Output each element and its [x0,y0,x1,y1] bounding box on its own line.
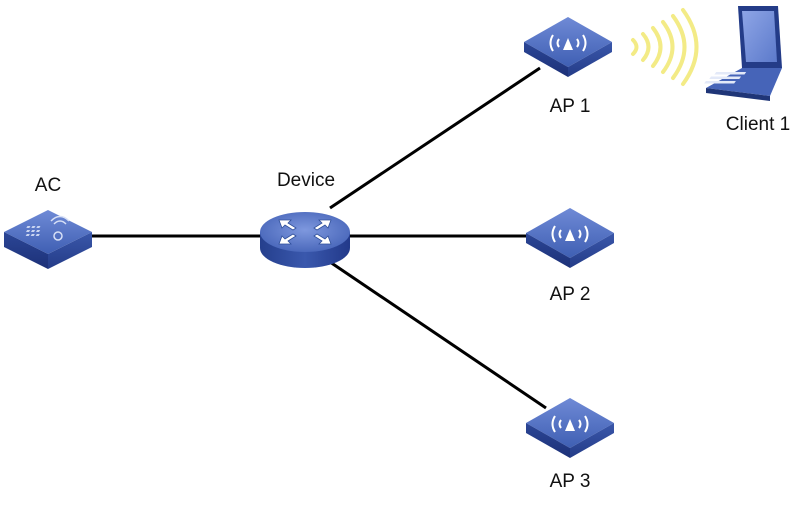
ac-label: AC [34,175,62,196]
client1-label: Client 1 [725,114,791,135]
device-label: Device [276,170,336,191]
ap2-access-point-icon [526,208,614,268]
ap1-label: AP 1 [549,96,591,117]
ap2-label: AP 2 [549,284,591,305]
switch-router-icon [260,212,350,268]
link-device-ap3 [329,260,547,410]
ap1-access-point-icon [524,17,612,77]
ap3-access-point-icon [526,398,614,458]
wireless-controller-icon [4,210,92,269]
ap3-label: AP 3 [549,471,591,492]
laptop-icon [704,6,782,101]
links-layer [92,66,547,410]
link-device-ap1 [329,66,541,210]
wifi-signal-icon [631,8,699,86]
